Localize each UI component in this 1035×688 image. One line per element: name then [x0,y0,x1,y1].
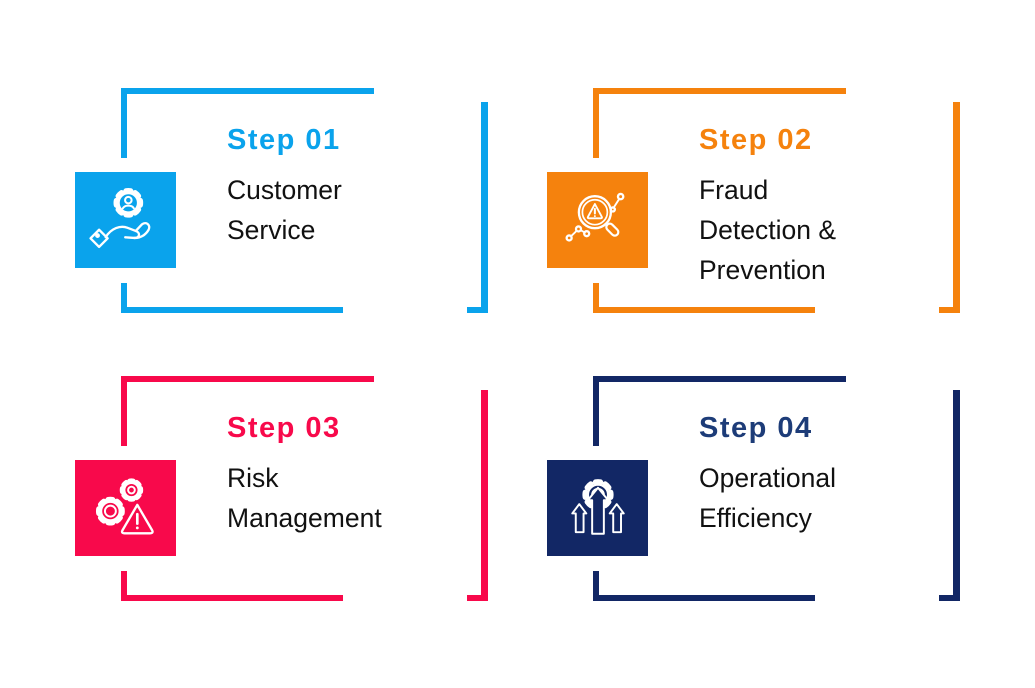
frame-right-bracket [953,102,960,313]
gears-warning-triangle-icon [95,478,154,535]
frame-left-line-upper [121,88,127,158]
gear-up-arrows-icon [570,479,625,535]
frame-left-line-lower [593,571,599,601]
step-label: Step 04 [699,412,813,444]
step-title: Risk Management [227,463,382,533]
frame-right-bracket-foot [467,595,488,601]
frame-bottom-line [121,595,343,601]
step-card-1: Step 01 Customer Service [75,88,488,313]
step-icon-tile [547,172,648,268]
frame-left-line-upper [593,376,599,446]
frame-left-line-upper [593,88,599,158]
frame-top-line [121,88,374,94]
step-card-4: Step 04 Operational Efficiency [547,376,960,601]
frame-left-line-lower [121,571,127,601]
magnifier-warning-network-icon [564,192,624,242]
frame-left-line-lower [593,283,599,313]
step-title: Fraud Detection & Prevention [699,175,836,285]
frame-bottom-line [593,595,815,601]
step-label: Step 01 [227,124,341,156]
step-title: Operational Efficiency [699,463,837,533]
frame-right-bracket-foot [939,307,960,313]
step-card-3: Step 03 Risk Management [75,376,488,601]
step-title: Customer Service [227,175,342,245]
step-label: Step 03 [227,412,341,444]
frame-bottom-line [593,307,815,313]
step-icon-tile [547,460,648,556]
frame-top-line [121,376,374,382]
frame-right-bracket [953,390,960,601]
frame-right-bracket-foot [939,595,960,601]
frame-top-line [593,88,846,94]
frame-right-bracket [481,102,488,313]
hand-holding-customer-gear-icon [88,188,150,249]
step-label: Step 02 [699,124,813,156]
frame-right-bracket [481,390,488,601]
step-card-2: Step 02 Fraud Detection & Prevention [547,88,960,313]
frame-left-line-lower [121,283,127,313]
frame-bottom-line [121,307,343,313]
frame-left-line-upper [121,376,127,446]
step-icon-tile [75,172,176,268]
frame-top-line [593,376,846,382]
frame-right-bracket-foot [467,307,488,313]
step-icon-tile [75,460,176,556]
